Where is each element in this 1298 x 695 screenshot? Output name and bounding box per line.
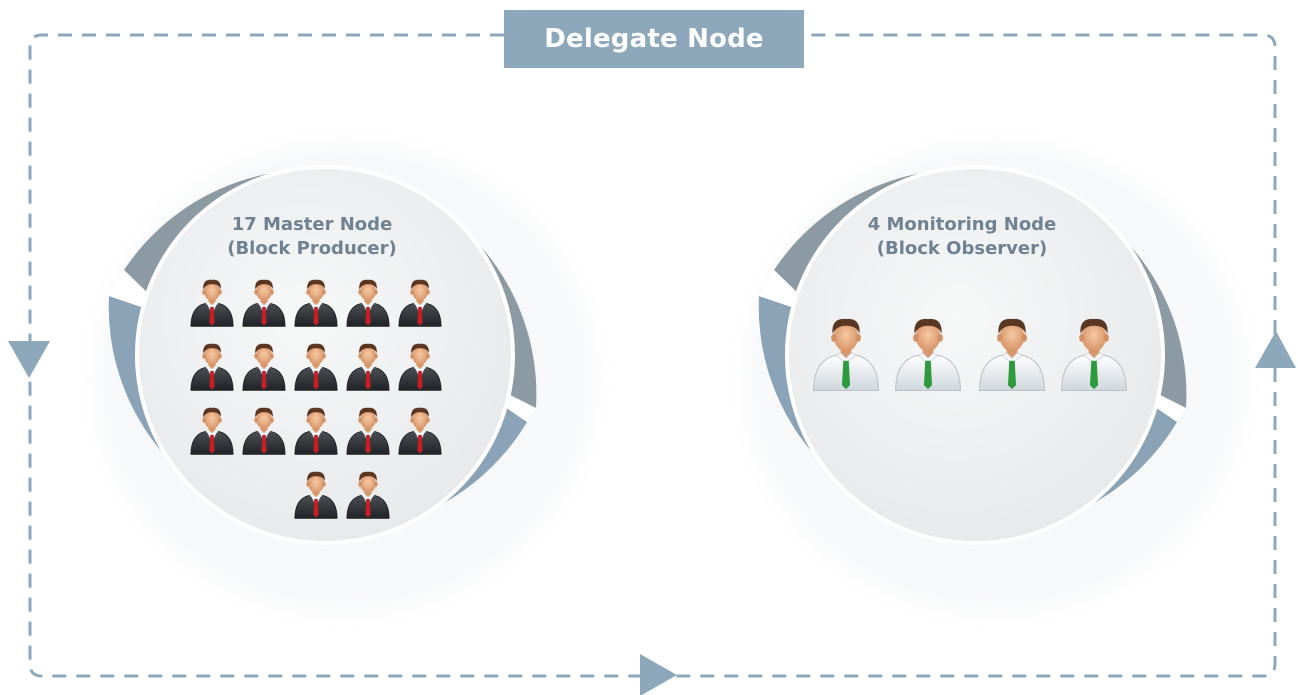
person-icon bbox=[190, 279, 234, 327]
person-icon bbox=[294, 279, 338, 327]
master-node-label-line2: (Block Producer) bbox=[227, 238, 397, 259]
person-icon bbox=[398, 343, 442, 391]
person-icon bbox=[813, 318, 879, 392]
master-node-label: 17 Master Node (Block Producer) bbox=[162, 213, 462, 261]
person-icon bbox=[294, 407, 338, 455]
arrow-up-icon bbox=[1255, 331, 1296, 368]
monitoring-node-label-line2: (Block Observer) bbox=[876, 238, 1048, 259]
person-icon bbox=[895, 318, 961, 392]
person-icon bbox=[346, 471, 390, 519]
master-node-label-line1: 17 Master Node bbox=[231, 214, 393, 235]
person-icon bbox=[294, 471, 338, 519]
person-icon bbox=[346, 279, 390, 327]
monitoring-node-people bbox=[813, 318, 1127, 392]
person-icon bbox=[242, 279, 286, 327]
monitoring-node-label: 4 Monitoring Node (Block Observer) bbox=[812, 213, 1112, 261]
person-icon bbox=[242, 343, 286, 391]
person-icon bbox=[398, 279, 442, 327]
person-icon bbox=[190, 343, 234, 391]
person-icon bbox=[346, 343, 390, 391]
person-icon bbox=[979, 318, 1045, 392]
arrow-down-icon bbox=[8, 341, 50, 378]
person-icon bbox=[346, 407, 390, 455]
person-icon bbox=[294, 343, 338, 391]
monitoring-node-label-line1: 4 Monitoring Node bbox=[867, 214, 1057, 235]
person-icon bbox=[1061, 318, 1127, 392]
person-icon bbox=[242, 407, 286, 455]
master-node-people bbox=[190, 279, 442, 519]
diagram-title: Delegate Node bbox=[504, 10, 804, 68]
person-icon bbox=[398, 407, 442, 455]
person-icon bbox=[190, 407, 234, 455]
arrow-right-icon bbox=[640, 654, 677, 695]
